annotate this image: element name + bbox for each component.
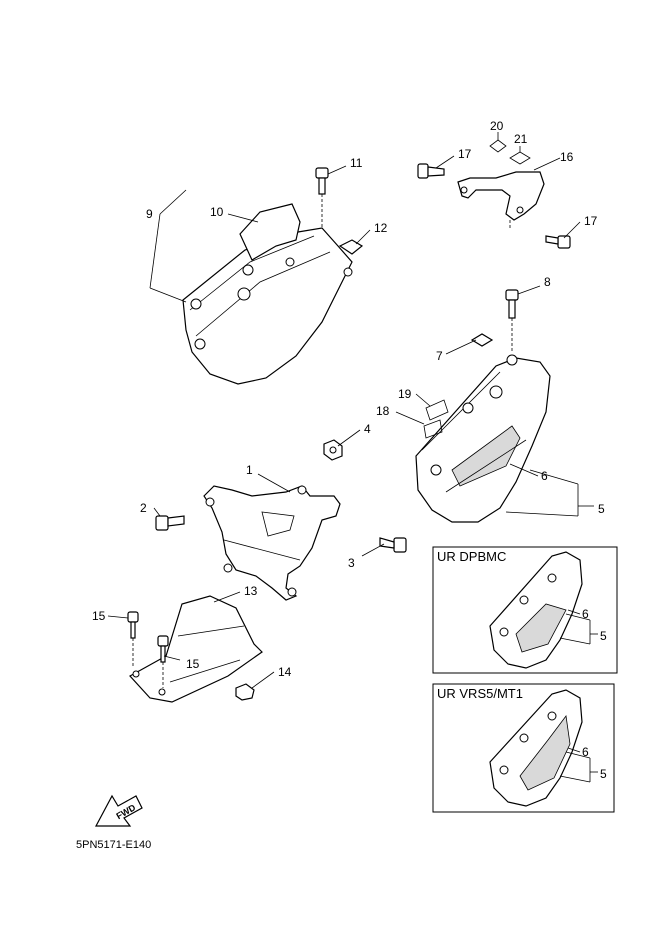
leader-lines bbox=[107, 146, 594, 689]
bracket-16 bbox=[457, 171, 545, 228]
bolt-8 bbox=[505, 289, 519, 352]
clip-nut-7 bbox=[470, 333, 494, 347]
bolt-15-a bbox=[127, 611, 139, 668]
cover-13 bbox=[129, 595, 263, 703]
label-20 bbox=[489, 132, 507, 153]
bolt-3 bbox=[379, 537, 407, 553]
nut-4 bbox=[323, 439, 343, 461]
inset-1-callout-6: 6 bbox=[582, 607, 589, 621]
inset-2-callout-5: 5 bbox=[600, 767, 607, 781]
callout-4: 4 bbox=[364, 422, 371, 436]
callout-3: 3 bbox=[348, 556, 355, 570]
inset-1-callout-5: 5 bbox=[600, 629, 607, 643]
inset-ur-vrs5-mt1: UR VRS5/MT1 6 5 bbox=[432, 683, 615, 813]
label-21 bbox=[509, 151, 531, 165]
callout-14: 14 bbox=[278, 665, 292, 679]
diagram-code: 5PN5171-E140 bbox=[76, 839, 151, 851]
callout-10: 10 bbox=[210, 205, 224, 219]
callout-5: 5 bbox=[598, 502, 605, 516]
callout-15-a: 15 bbox=[92, 609, 106, 623]
callout-18: 18 bbox=[376, 404, 390, 418]
screw-17-upper bbox=[417, 163, 445, 179]
screw-2 bbox=[155, 515, 185, 531]
callout-7: 7 bbox=[436, 349, 443, 363]
callout-20: 20 bbox=[490, 119, 504, 133]
inset-ur-dpbmc: UR DPBMC 6 5 bbox=[432, 546, 618, 674]
callout-19: 19 bbox=[398, 387, 412, 401]
screw-17-lower bbox=[545, 235, 571, 249]
fwd-arrow-icon: FWD bbox=[95, 794, 143, 827]
grommet-14 bbox=[235, 683, 255, 701]
callout-12: 12 bbox=[374, 221, 388, 235]
callout-17-b: 17 bbox=[584, 214, 598, 228]
label-18-19 bbox=[423, 399, 449, 439]
callout-17-a: 17 bbox=[458, 147, 472, 161]
right-side-cover bbox=[415, 354, 551, 523]
lower-cover-1 bbox=[203, 485, 341, 601]
callout-21: 21 bbox=[514, 132, 528, 146]
inset-2-callout-6: 6 bbox=[582, 745, 589, 759]
callout-11: 11 bbox=[350, 156, 363, 170]
callout-numbers: 1 2 3 4 5 6 7 8 9 10 11 12 13 14 15 15 1… bbox=[92, 119, 605, 679]
inset-1-caption: UR DPBMC bbox=[437, 549, 506, 564]
callout-15-b: 15 bbox=[186, 657, 200, 671]
bolt-11 bbox=[315, 167, 329, 228]
callout-1: 1 bbox=[246, 463, 253, 477]
inset-2-caption: UR VRS5/MT1 bbox=[437, 686, 523, 701]
callout-6: 6 bbox=[541, 469, 548, 483]
left-side-cover bbox=[182, 203, 353, 385]
callout-8: 8 bbox=[544, 275, 551, 289]
callout-16: 16 bbox=[560, 150, 574, 164]
bolt-15-b bbox=[157, 635, 169, 688]
callout-2: 2 bbox=[140, 501, 147, 515]
callout-13: 13 bbox=[244, 584, 258, 598]
callout-9: 9 bbox=[146, 207, 153, 221]
